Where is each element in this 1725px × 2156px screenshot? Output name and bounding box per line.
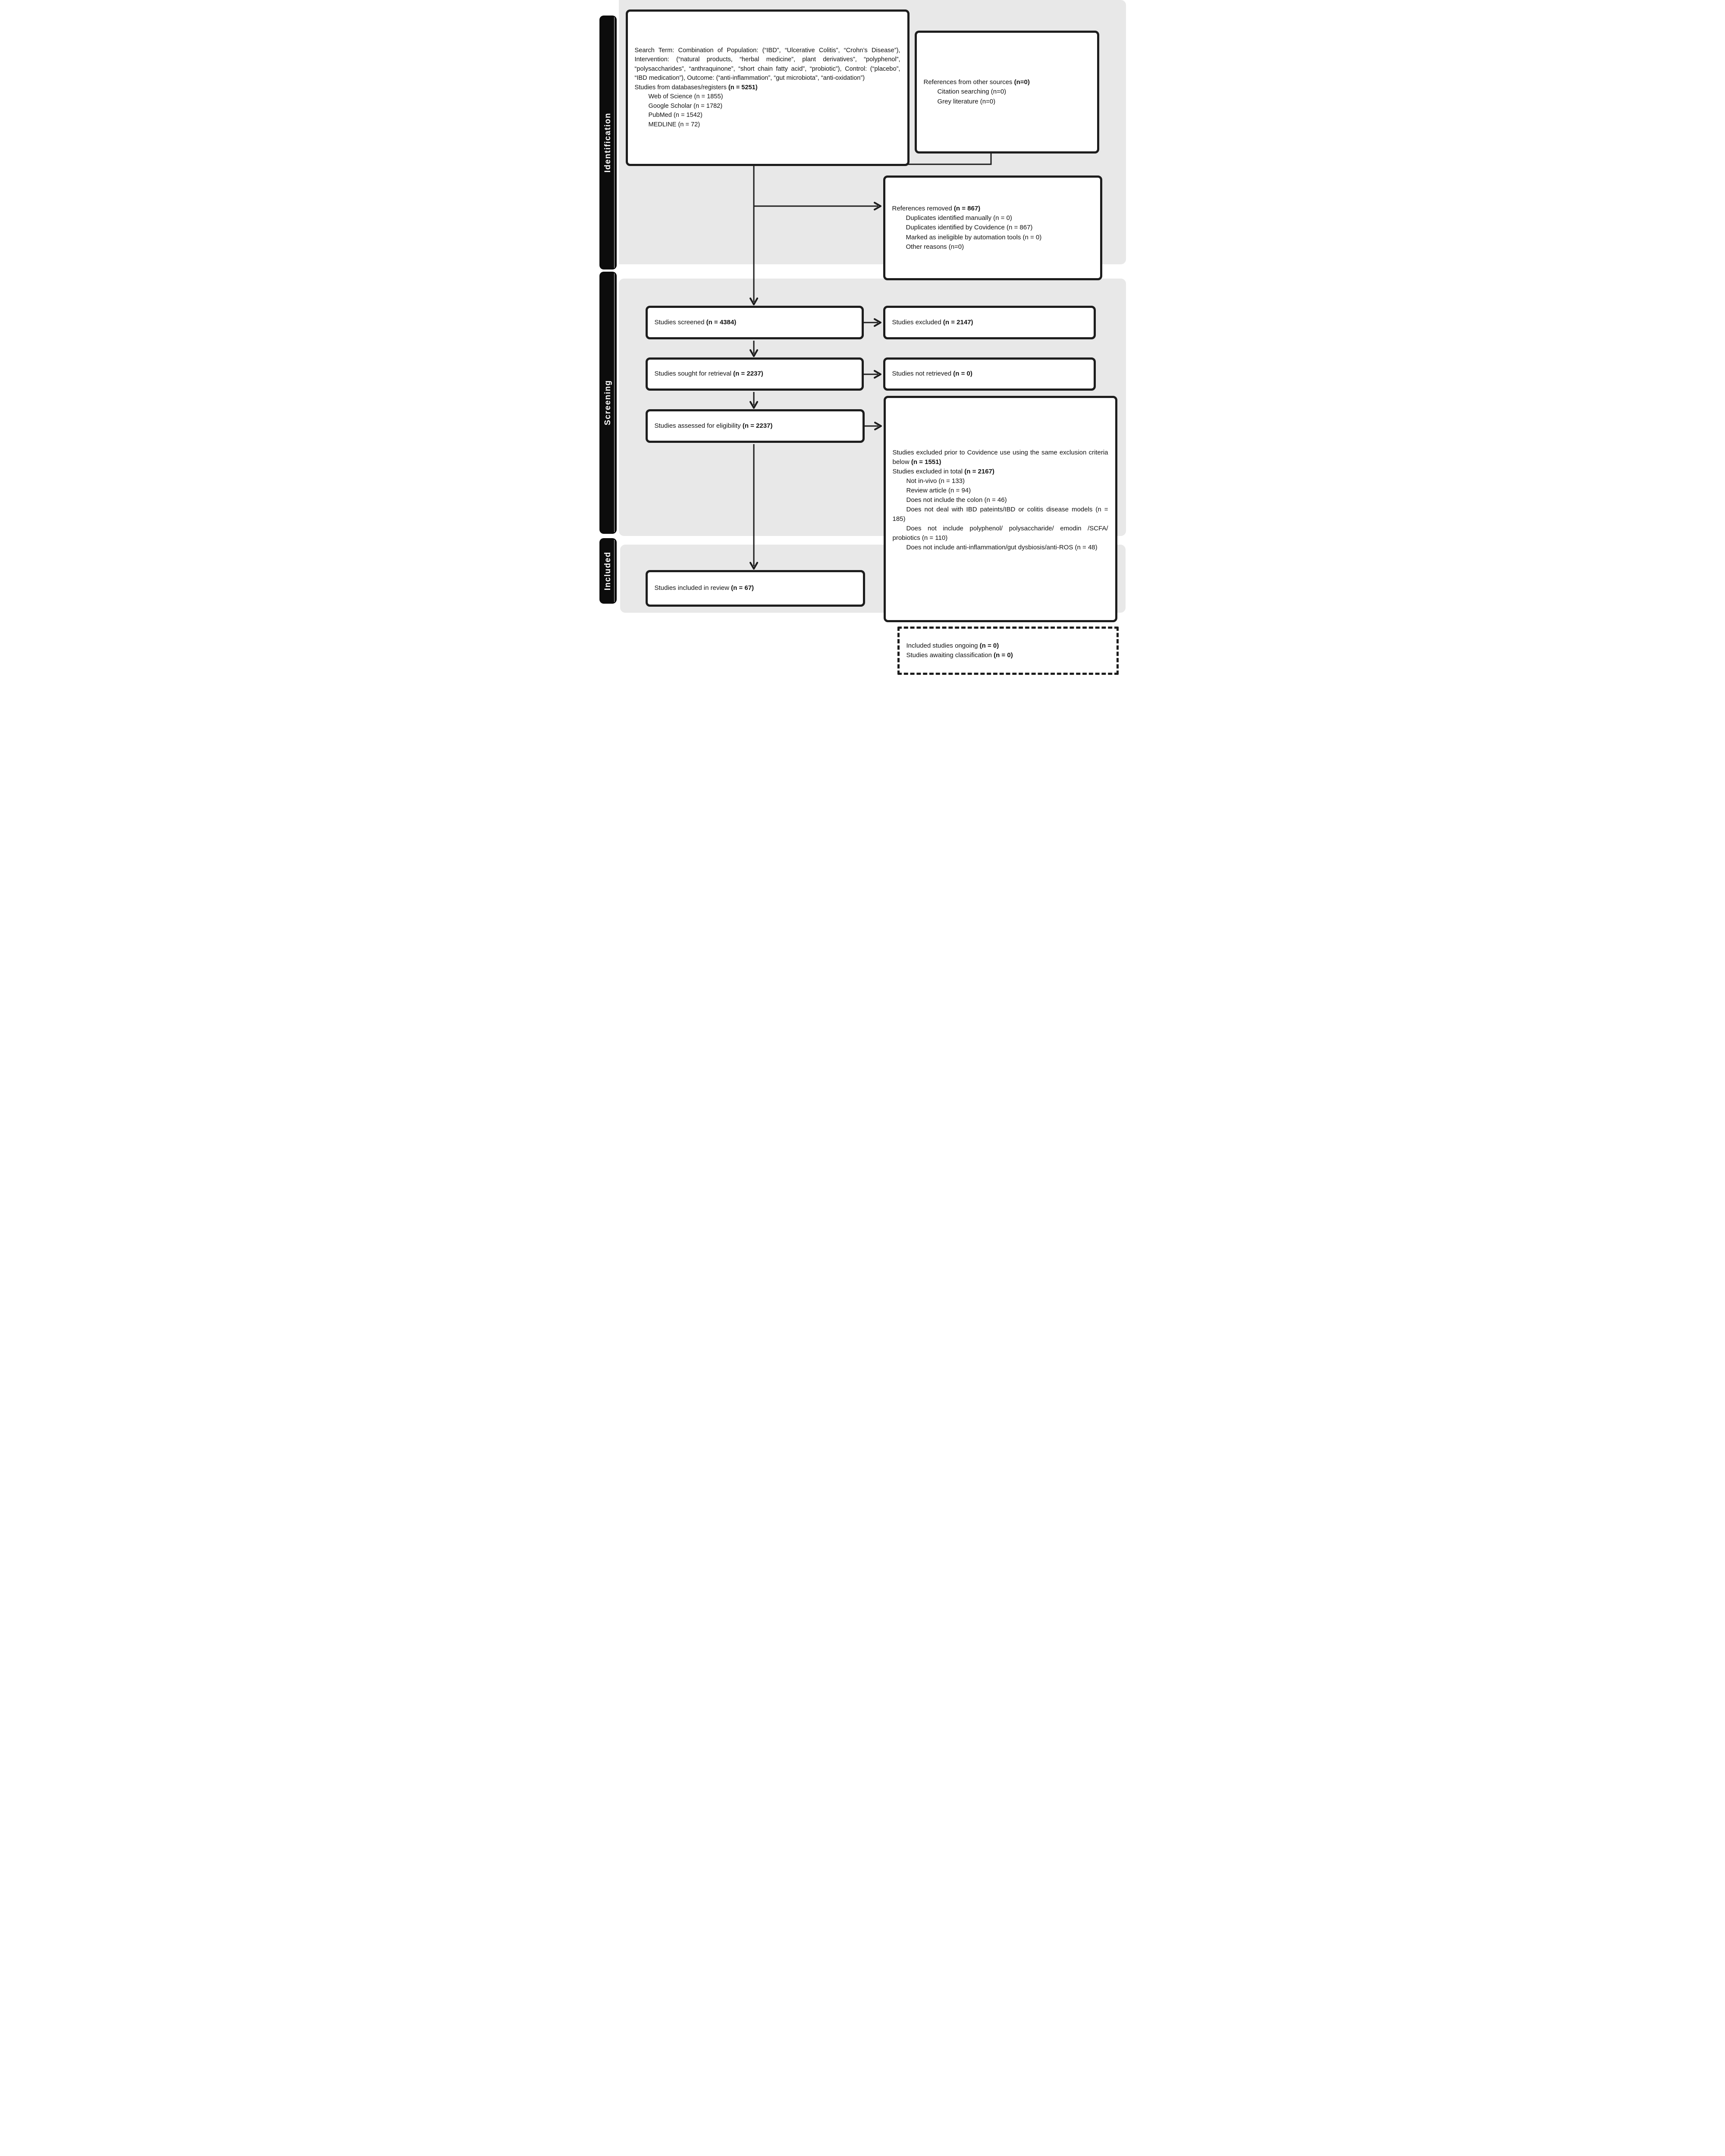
database-item: MEDLINE (n = 72)	[648, 121, 700, 128]
studies-sought-label: Studies sought for retrieval	[654, 370, 734, 378]
studies-not-retrieved-count: (n = 0)	[953, 370, 972, 378]
exclusion-reason-item: Review article (n = 94)	[906, 487, 971, 495]
studies-excluded-line: Studies excluded (n = 2147)	[892, 318, 1087, 327]
other-sources-box: References from other sources (n=0) Cita…	[914, 31, 1099, 154]
studies-not-retrieved-label: Studies not retrieved	[892, 370, 953, 378]
arrowhead-right-exclusion	[874, 422, 882, 430]
other-sources-heading: References from other sources (n=0)	[924, 78, 1090, 87]
arrowhead-down-included	[749, 562, 758, 570]
references-removed-heading: References removed (n = 867)	[892, 204, 1093, 213]
studies-included-review-count: (n = 67)	[731, 584, 754, 592]
studies-included-review-box: Studies included in review (n = 67)	[645, 570, 865, 607]
database-item: PubMed (n = 1542)	[648, 112, 703, 119]
awaiting-classification-count: (n = 0)	[994, 652, 1013, 659]
screening-phase-bar: Screening	[599, 272, 617, 534]
studies-screened-box: Studies screened (n = 4384)	[645, 306, 864, 339]
awaiting-classification-label: Studies awaiting classification	[906, 652, 994, 659]
studies-screened-label: Studies screened	[654, 318, 706, 326]
studies-sought-count: (n = 2237)	[733, 370, 763, 378]
identification-phase-label: Identification	[603, 112, 612, 173]
studies-assessed-line: Studies assessed for eligibility (n = 22…	[655, 421, 856, 431]
studies-excluded-box: Studies excluded (n = 2147)	[883, 306, 1096, 339]
exclusion-reason-item: Does not include the colon (n = 46)	[906, 496, 1007, 504]
databases-registers-label: Studies from databases/registers	[634, 84, 728, 91]
ongoing-studies-label: Included studies ongoing	[906, 642, 980, 649]
ongoing-studies-line: Included studies ongoing (n = 0)	[906, 641, 1110, 651]
studies-included-review-label: Studies included in review	[654, 584, 731, 592]
arrowhead-right-excluded	[873, 318, 881, 327]
exclusion-reason-item: Not in-vivo (n = 133)	[906, 477, 965, 485]
arrowhead-right-references-removed	[873, 202, 881, 210]
references-removed-count: (n = 867)	[953, 205, 981, 213]
exclusion-reason-item: Does not include anti-inflammation/gut d…	[906, 544, 1098, 552]
exclusion-total-count: (n = 2167)	[964, 468, 994, 476]
included-phase-label: Included	[603, 551, 612, 591]
exclusion-reason-item: Does not include polyphenol/ polysacchar…	[892, 525, 1108, 542]
studies-assessed-count: (n = 2237)	[742, 422, 773, 429]
arrowhead-down-sought	[749, 349, 758, 357]
search-terms-box: Search Term: Combination of Population: …	[625, 9, 910, 166]
bar-highlight-line	[614, 273, 615, 532]
references-removed-label: References removed	[892, 205, 954, 213]
references-removed-item: Duplicates identified by Covidence (n = …	[906, 224, 1033, 232]
exclusion-total-line: Studies excluded in total (n = 2167)	[893, 467, 1108, 476]
database-item: Web of Science (n = 1855)	[648, 93, 723, 100]
studies-not-retrieved-line: Studies not retrieved (n = 0)	[892, 369, 1087, 379]
exclusion-total-label: Studies excluded in total	[892, 468, 965, 476]
screening-phase-label: Screening	[603, 380, 612, 426]
references-removed-item: Duplicates identified manually (n = 0)	[906, 214, 1012, 222]
exclusion-reason-item: Does not deal with IBD pateints/IBD or c…	[892, 506, 1108, 523]
arrowhead-down-assessed	[749, 401, 758, 409]
studies-screened-line: Studies screened (n = 4384)	[655, 318, 855, 327]
studies-sought-box: Studies sought for retrieval (n = 2237)	[645, 357, 864, 391]
bar-highlight-line	[614, 17, 615, 268]
arrowhead-right-notretrieved	[873, 370, 881, 379]
bar-highlight-line	[614, 540, 615, 602]
arrowhead-down-screened	[749, 298, 758, 305]
studies-not-retrieved-box: Studies not retrieved (n = 0)	[883, 357, 1096, 391]
references-removed-box: References removed (n = 867) Duplicates …	[883, 175, 1102, 280]
studies-sought-line: Studies sought for retrieval (n = 2237)	[655, 369, 855, 379]
ongoing-studies-count: (n = 0)	[979, 642, 999, 649]
studies-included-review-line: Studies included in review (n = 67)	[655, 583, 856, 593]
other-sources-item: Citation searching (n=0)	[937, 88, 1007, 96]
references-removed-item: Marked as ineligible by automation tools…	[906, 233, 1042, 241]
studies-screened-count: (n = 4384)	[706, 318, 737, 326]
included-phase-bar: Included	[599, 538, 617, 604]
identification-phase-bar: Identification	[599, 16, 617, 270]
other-sources-item: Grey literature (n=0)	[937, 97, 996, 105]
other-sources-label: References from other sources	[923, 78, 1014, 86]
search-terms-paragraph: Search Term: Combination of Population: …	[634, 47, 900, 82]
references-removed-item: Other reasons (n=0)	[906, 243, 964, 251]
exclusion-prior-line: Studies excluded prior to Covidence use …	[893, 448, 1108, 467]
exclusion-detail-box: Studies excluded prior to Covidence use …	[883, 396, 1117, 622]
exclusion-prior-count: (n = 1551)	[911, 458, 941, 466]
databases-registers-count: (n = 5251)	[728, 84, 758, 91]
studies-assessed-box: Studies assessed for eligibility (n = 22…	[645, 409, 865, 443]
exclusion-prior-label: Studies excluded prior to Covidence use …	[892, 449, 1108, 466]
awaiting-classification-line: Studies awaiting classification (n = 0)	[906, 651, 1110, 660]
database-item: Google Scholar (n = 1782)	[648, 102, 723, 110]
studies-excluded-label: Studies excluded	[892, 318, 943, 326]
ongoing-studies-box: Included studies ongoing (n = 0) Studies…	[897, 627, 1119, 675]
other-sources-count: (n=0)	[1014, 78, 1030, 86]
flow-connectors	[749, 152, 991, 570]
prisma-flow-diagram: Identification Screening Included Search…	[597, 0, 1128, 676]
studies-excluded-count: (n = 2147)	[943, 318, 973, 326]
studies-assessed-label: Studies assessed for eligibility	[654, 422, 743, 429]
databases-registers-line: Studies from databases/registers (n = 52…	[635, 83, 900, 92]
connector-other-sources-elbow	[900, 152, 991, 165]
